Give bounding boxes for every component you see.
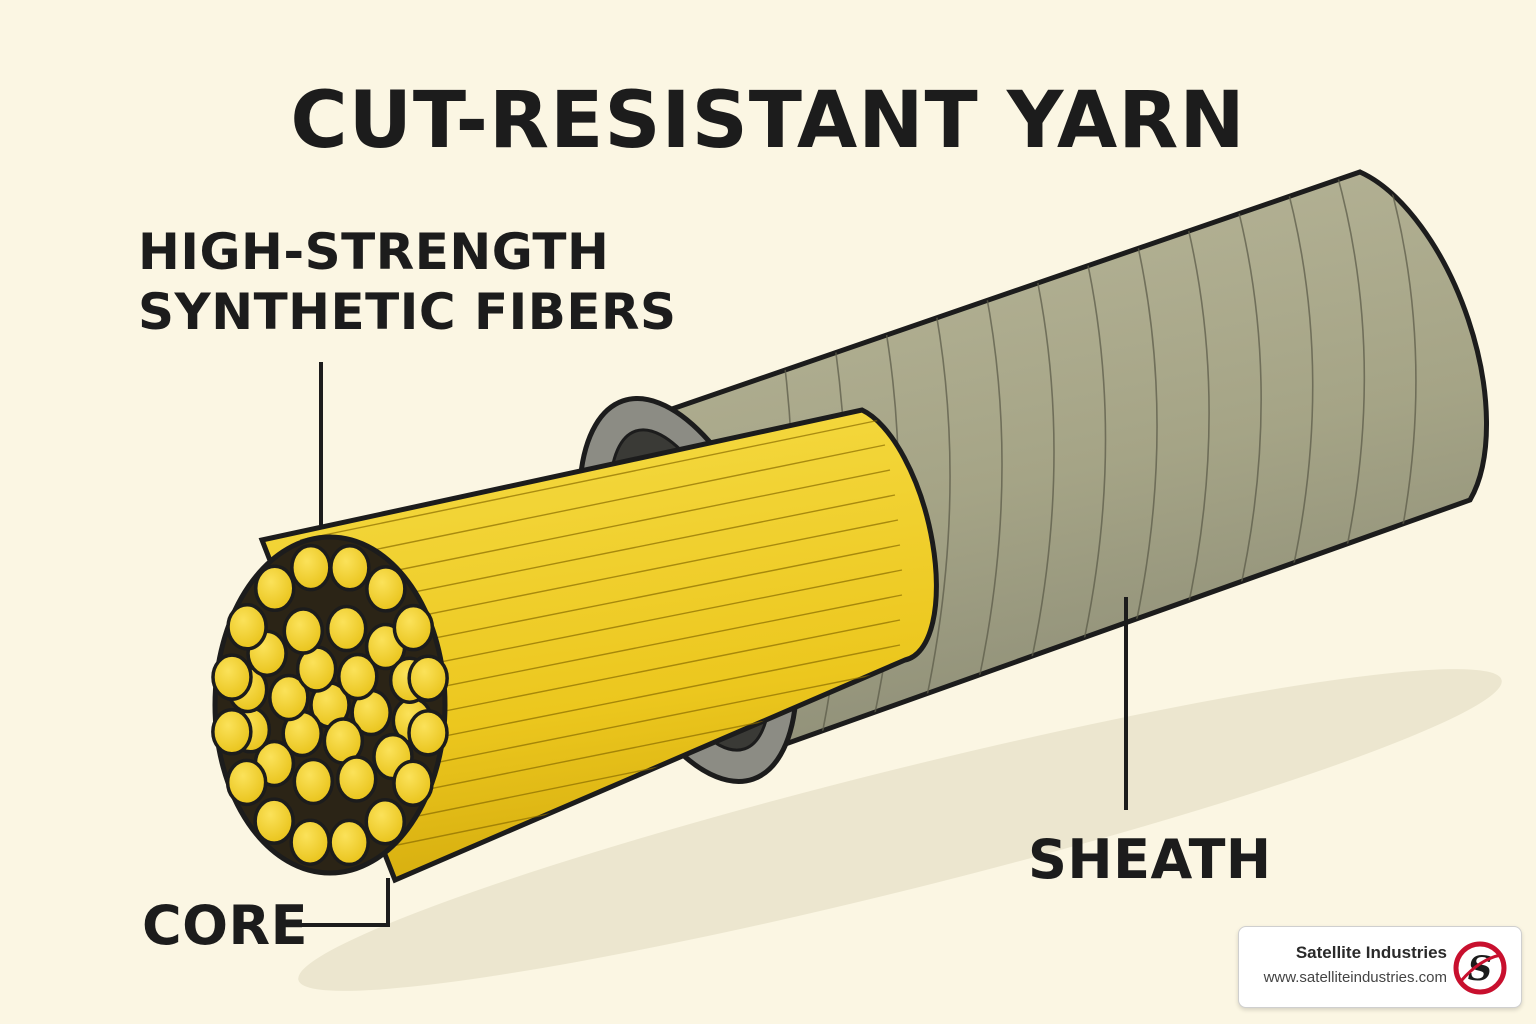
core-leader <box>296 878 390 927</box>
fiber-strand <box>337 652 379 701</box>
fiber-strand <box>364 797 407 846</box>
brand-url[interactable]: www.satelliteindustries.com <box>1263 969 1447 986</box>
fiber-strand <box>290 543 332 592</box>
fiber-strand <box>335 755 378 803</box>
fiber-strand <box>253 797 295 845</box>
fiber-strand <box>328 818 370 867</box>
fiber-strand <box>289 818 331 866</box>
fibers-label: HIGH-STRENGTH SYNTHETIC FIBERS <box>138 222 677 342</box>
brand-name: Satellite Industries <box>1295 943 1447 962</box>
fiber-strand <box>225 758 268 807</box>
fiber-strand <box>268 673 310 722</box>
core-end-face <box>211 534 449 876</box>
fiber-dots <box>211 543 449 867</box>
fiber-strand <box>253 564 296 613</box>
fibers-label-line1: HIGH-STRENGTH <box>138 223 610 281</box>
brand-badge[interactable]: Satellite Industries www.satelliteindust… <box>1238 926 1522 1008</box>
fiber-strand <box>325 604 368 653</box>
fiber-strand <box>392 603 435 652</box>
ground-shadow <box>298 669 1502 991</box>
fiber-strand <box>407 709 449 757</box>
satellite-logo-icon: S <box>1453 941 1507 995</box>
fiber-strand <box>407 654 449 702</box>
fiber-strand <box>211 653 253 701</box>
fiber-strand <box>292 757 335 806</box>
fiber-strand <box>282 607 325 655</box>
leader-lines <box>296 362 1128 927</box>
fiber-strand <box>392 759 434 807</box>
diagram-title: CUT-RESISTANT YARN <box>290 76 1246 166</box>
fibers-label-line2: SYNTHETIC FIBERS <box>138 283 677 341</box>
fiber-strand <box>211 708 253 756</box>
sheath-label: SHEATH <box>1028 828 1272 891</box>
fiber-strand <box>365 565 407 613</box>
fiber-strand <box>329 544 371 592</box>
fiber-strand <box>226 603 268 651</box>
core-label: CORE <box>142 894 309 957</box>
